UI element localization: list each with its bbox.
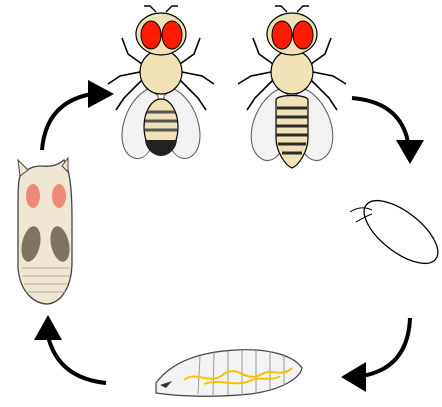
fly-eye-left [141,21,161,49]
arrow-larva-to-pupa [48,336,106,383]
fly-thorax [140,50,182,94]
pupa [18,158,73,304]
egg-body [354,189,442,275]
arrowhead-egg-to-larva [341,362,366,392]
fly-antennae [275,6,309,12]
larva [156,350,302,397]
adult-male-fly [108,6,214,158]
fly-thorax [271,50,313,94]
arrowhead-larva-to-pupa [34,315,62,340]
adult-female-fly [238,6,346,168]
pupa-eye-left [26,184,40,208]
arrow-adult-to-egg [352,98,408,142]
male-abdomen-tip [145,140,177,156]
fly-eye-left [272,21,292,49]
pupa-eye-right [52,184,66,208]
arrowhead-adult-to-egg [396,140,424,164]
fly-eye-right [293,21,313,49]
egg [350,189,442,275]
cycle-arrows [34,80,424,392]
arrowhead-pupa-to-adult [88,80,114,108]
fly-eye-right [162,21,182,49]
fly-antennae [144,6,178,12]
arrow-pupa-to-adult [42,94,92,150]
fly-abdomen [276,96,308,169]
arrow-egg-to-larva [362,318,410,376]
